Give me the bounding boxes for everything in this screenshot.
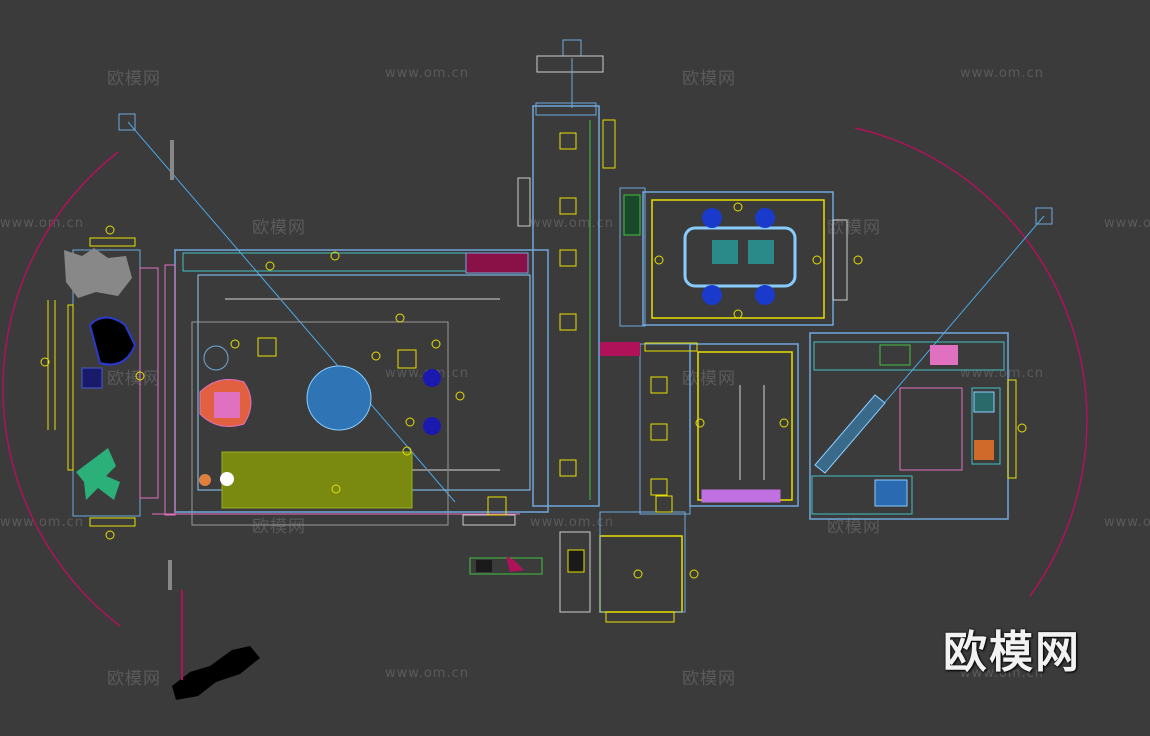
brand-logo: 欧模网 (943, 627, 1081, 678)
chair-icon (81, 367, 103, 389)
dining-table-icon (683, 226, 797, 288)
camera-target-icon (1035, 207, 1053, 225)
toilet-icon (567, 549, 585, 573)
camera-target-icon (118, 113, 136, 131)
plant-icon (64, 248, 132, 298)
sofa-icon (221, 451, 413, 509)
plant-icon (172, 646, 260, 700)
plant-icon (76, 448, 120, 500)
left-arc (2, 151, 121, 627)
sofa-icon (88, 316, 137, 366)
round-table-icon (306, 365, 372, 431)
lamp-icon (203, 345, 229, 371)
right-arc (854, 127, 1088, 597)
